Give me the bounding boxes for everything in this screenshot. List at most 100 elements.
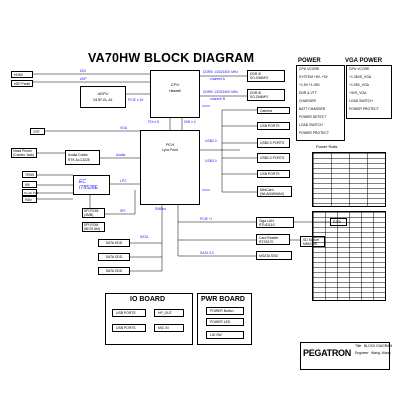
vga-power-title: VGA POWER xyxy=(345,58,383,64)
ddr-a-line1: DDR-III xyxy=(250,71,262,76)
sata-hdd-box: SATA HDD xyxy=(98,239,130,247)
io-usb-ports-label-1: USB PORTS xyxy=(116,311,136,315)
card-reader-line1: Card Reader xyxy=(259,235,279,240)
io-usb-ports-box-1: USB PORTS xyxy=(112,309,146,317)
pch-name: PCH xyxy=(165,142,175,147)
ec-line1: EC xyxy=(79,179,86,185)
pch-model: Lynx Point xyxy=(162,148,178,152)
power-item: SYSTEM +5V, +3V xyxy=(299,75,328,79)
bios-rom-box: SPI ROM (BIOS 8M) xyxy=(82,222,105,232)
usb20-ports-box-2: USB2.0 PORTS xyxy=(257,153,290,163)
title-block-engineer-label: Engineer xyxy=(355,351,369,355)
pwr-led-box: POWER LED xyxy=(206,318,244,326)
power-item: +1.5V +1.05V xyxy=(299,83,320,87)
camera-label: Camera xyxy=(260,108,273,113)
pwr-led-label: POWER LED xyxy=(210,320,231,324)
bus-usb20: USB2.0 xyxy=(205,139,217,143)
io-usb-ports-box-2: USB PORTS xyxy=(112,324,146,332)
sata-odd2-box: SATA ODD xyxy=(98,267,130,275)
bus-pcie1: PCIE *1 xyxy=(200,217,213,221)
io-usb-ports-label-2: USB PORTS xyxy=(116,326,136,330)
usb-ports-box-2: USB PORTS xyxy=(257,170,290,178)
bios-rom-line1: SPI ROM xyxy=(84,223,99,227)
spi-rom-line1: SPI ROM xyxy=(84,209,99,213)
pwr-button-label: POWER Button xyxy=(210,309,234,313)
giga-lan-box: Giga LAN RTL8111G xyxy=(256,217,294,228)
minicard-line2: (WLAN/WiMAX) xyxy=(260,192,285,196)
msata-label: MSATA SSD xyxy=(259,253,278,258)
power-item: CPU VCORE xyxy=(299,67,320,71)
bus-azalia: Azalia xyxy=(116,153,126,157)
power-item: POWER DETECT xyxy=(299,115,327,119)
pegatron-logo: PEGATRON xyxy=(303,348,351,358)
power-rails-table xyxy=(312,152,386,207)
pwr-board-title: PWR BOARD xyxy=(201,296,245,303)
bus-sata: SATA xyxy=(140,235,149,239)
bus-usb30: USB3.0 xyxy=(205,159,217,163)
bus-lpc: LPC xyxy=(120,179,127,183)
codec-line2: RTK ALC3225 xyxy=(68,158,90,162)
camera-box: Camera xyxy=(257,107,290,114)
crt-label: CRT xyxy=(33,129,40,134)
power-item: LOAD SWITCH xyxy=(299,123,323,127)
title-block-value: BLOCK DIAGRAM xyxy=(364,344,393,348)
combo-jack-label: (Combo Jack) xyxy=(13,153,35,157)
usb20-ports-label-2: USB2.0 PORTS xyxy=(260,156,285,160)
io-mic-in-box: MIC IN xyxy=(154,324,184,332)
sata-odd2-label: SATA ODD xyxy=(105,269,123,273)
touchpad-box: Touch Pad xyxy=(22,189,38,196)
channel-a-text: DDRIII 1333/1600 MHz xyxy=(203,70,239,74)
power-list: CPU VCORE SYSTEM +5V, +3V +1.5V +1.05V D… xyxy=(296,65,345,141)
io-hp-out-label: HP_OUT xyxy=(158,311,172,315)
channel-b-sub: channel B xyxy=(210,97,226,101)
card-reader-box: Card Reader RTS5170 xyxy=(256,234,290,245)
lid-sw-box: LID SW xyxy=(206,331,244,339)
crt-box: CRT xyxy=(30,128,45,135)
sd-socket-line1: SD Socket xyxy=(303,237,319,242)
minicard-box: MiniCard (WLAN/WiMAX) xyxy=(257,186,292,197)
cpu-name: CPU xyxy=(170,82,180,87)
io-mic-in-label: MIC IN xyxy=(158,326,169,330)
power-title: POWER xyxy=(298,58,321,64)
io-hp-out-box: HP_OUT xyxy=(154,309,184,317)
spi-rom-line2: (4MB) xyxy=(84,213,94,217)
dgpu-model: N13P-GL-A1 xyxy=(93,98,113,102)
codec-box: Azalia Codec RTK ALC3225 xyxy=(65,150,100,165)
edp-panel-label: eDP Panel xyxy=(14,81,31,86)
usb-ports-label-2: USB PORTS xyxy=(260,172,280,176)
edp-panel-box: eDP Panel xyxy=(11,80,33,87)
msata-box: MSATA SSD xyxy=(256,251,292,260)
diagram-title: VA70HW BLOCK DIAGRAM xyxy=(88,51,255,65)
codec-line1: Azalia Codec xyxy=(68,153,88,157)
bus-ddi: DDI xyxy=(80,69,86,73)
power-item: DDR & VTT xyxy=(299,91,317,95)
power-item: BATT CHARGER xyxy=(299,107,326,111)
fan-label: FAN xyxy=(25,197,32,202)
io-board-title: IO BOARD xyxy=(130,296,165,303)
pwr-button-box: POWER Button xyxy=(206,307,244,315)
hdmi-box: HDMI xyxy=(11,71,33,78)
power-item: POWER PROTECT xyxy=(299,131,329,135)
cpu-box: CPU Haswell xyxy=(150,70,200,118)
vga-power-item: POWER PROTECT xyxy=(349,107,379,111)
ddr-b-line2: SO-DIMM*2 xyxy=(250,95,269,99)
pwr-board: PWR BOARD POWER Button POWER LED LID SW xyxy=(197,293,252,345)
title-block-engineer: Wang, Wang xyxy=(371,351,391,355)
vga-power-item: +3VS_VGA xyxy=(349,91,367,95)
lid-sw-label: LID SW xyxy=(210,333,222,337)
io-board: IO BOARD USB PORTS HP_OUT USB PORTS MIC … xyxy=(105,293,193,345)
kb-label: KB xyxy=(25,182,30,187)
dgpu-box: dGPU N13P-GL-A1 xyxy=(80,86,126,108)
hdmi-label: HDMI xyxy=(14,72,23,77)
title-block: PEGATRON Title BLOCK DIAGRAM Engineer Wa… xyxy=(300,342,393,370)
cpu-model: Haswell xyxy=(169,89,181,93)
usb20-ports-label-1: USB2.0 PORTS xyxy=(260,141,285,145)
headphone-label: Head Phone xyxy=(13,149,32,153)
ddr-box-b: DDR-III SO-DIMM*2 xyxy=(247,89,285,101)
usb-ports-label-1: USB PORTS xyxy=(260,124,280,128)
ec-line2: IT8528E xyxy=(79,185,98,191)
power-item: CHARGER xyxy=(299,99,316,103)
pch-box: PCH Lynx Point xyxy=(140,130,200,205)
fan-box: FAN xyxy=(22,196,37,203)
